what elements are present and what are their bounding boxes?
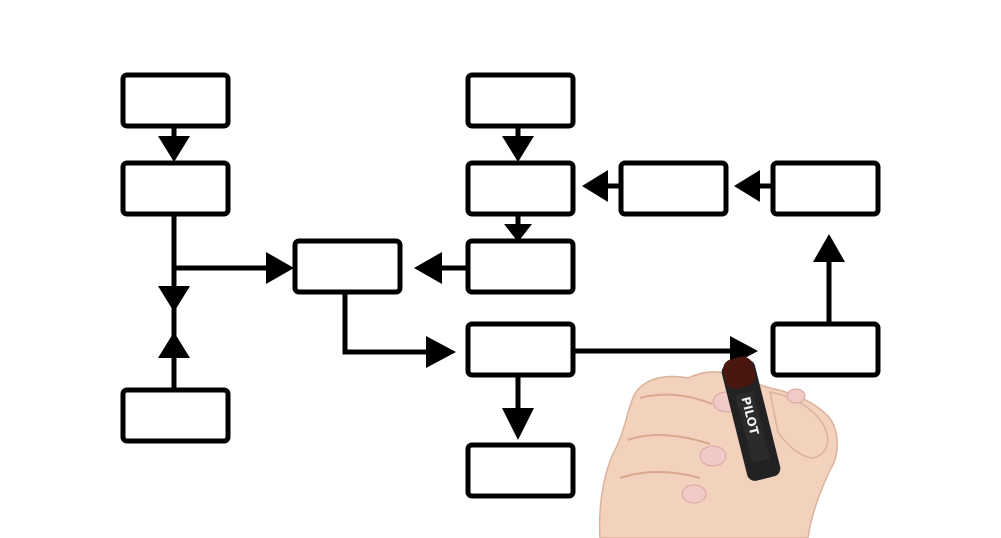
arrowhead-up-icon <box>813 234 845 262</box>
thumb <box>769 391 829 459</box>
marker-pen-icon: PILOT <box>721 356 781 481</box>
node-c2 <box>465 160 576 217</box>
arrowhead-down-icon <box>158 136 190 162</box>
arrowhead-down-icon <box>502 408 534 440</box>
arrowhead-down-icon <box>504 224 532 242</box>
connector-b1-c4 <box>342 289 431 355</box>
arrowhead-up-icon <box>158 332 190 358</box>
node-e1 <box>770 160 881 217</box>
node-c1 <box>465 72 576 129</box>
node-a2 <box>120 160 231 217</box>
fingernail <box>699 445 727 467</box>
finger-crease <box>619 471 701 479</box>
fingernail <box>786 388 806 404</box>
arrowhead-left-icon <box>582 170 608 202</box>
arrowhead-down-icon <box>158 286 190 312</box>
node-a1 <box>120 72 231 129</box>
node-c4 <box>465 321 576 378</box>
finger-crease <box>627 434 711 445</box>
arrowhead-left-icon <box>414 252 442 284</box>
node-b1 <box>292 238 403 295</box>
arrowheads <box>158 136 845 440</box>
arrowhead-left-icon <box>734 170 760 202</box>
fingernail <box>681 484 707 504</box>
node-c5 <box>465 442 576 499</box>
node-e2 <box>770 321 881 378</box>
finger-crease <box>639 393 713 405</box>
node-d1 <box>618 160 729 217</box>
node-c3 <box>465 238 576 295</box>
arrowhead-right-icon <box>426 336 456 368</box>
arrowhead-right-icon <box>266 252 294 284</box>
hand-with-marker: PILOT <box>598 356 838 538</box>
arrowhead-down-icon <box>502 136 534 162</box>
nodes <box>120 72 881 499</box>
marker-cap <box>723 356 756 389</box>
node-a3 <box>120 387 231 444</box>
marker-label-area <box>735 390 770 464</box>
